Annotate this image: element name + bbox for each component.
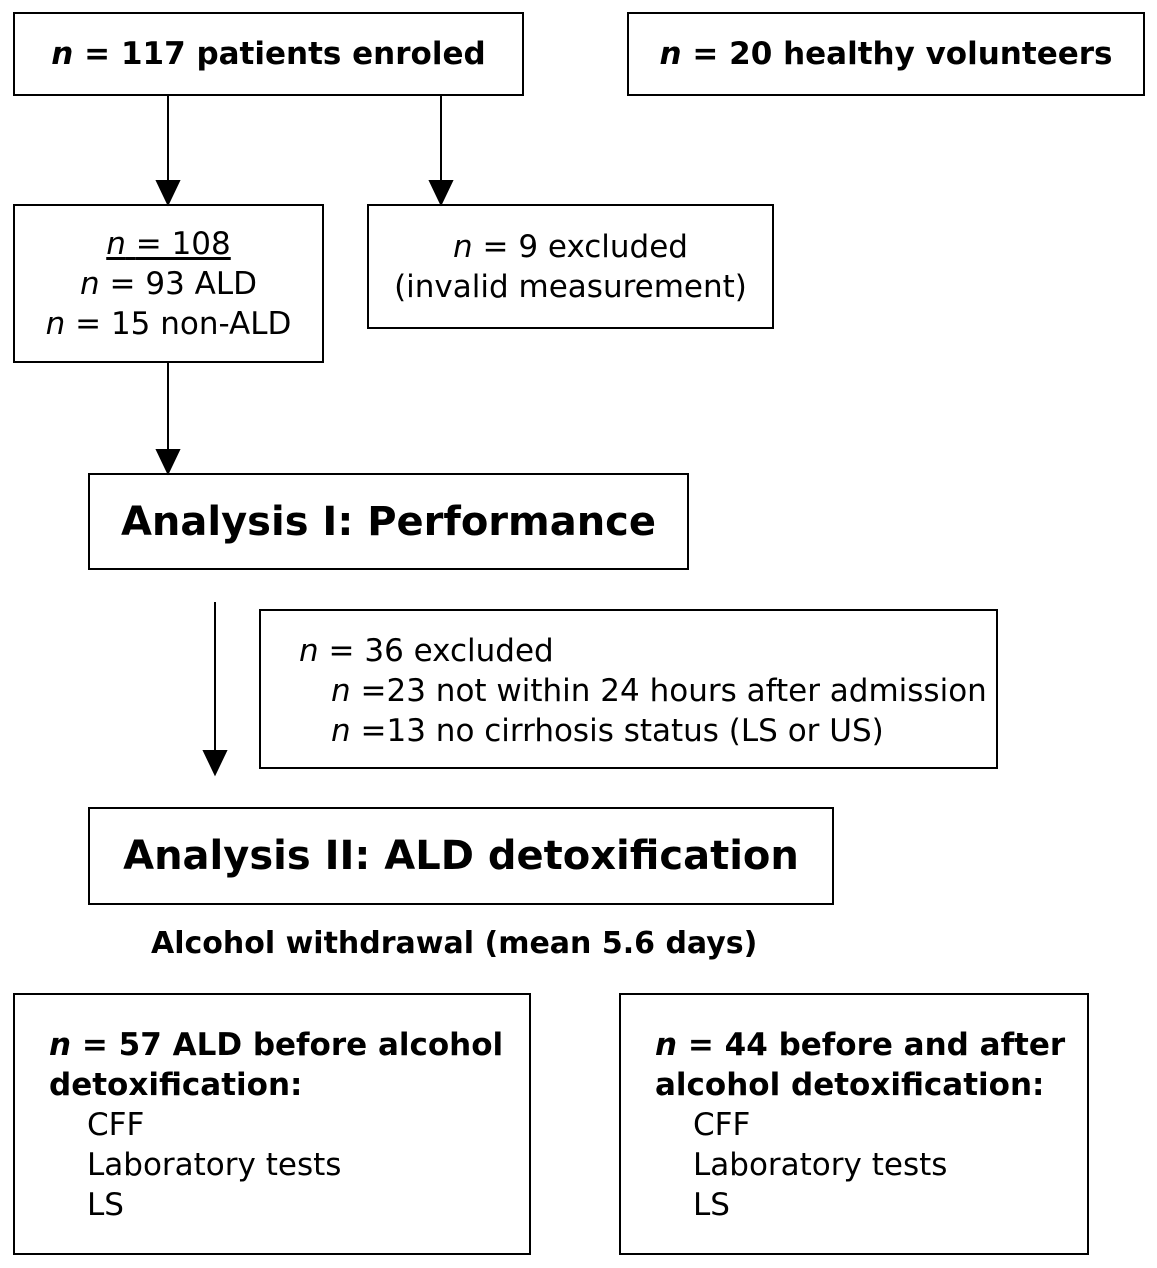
arrow-enrolled-to-included-head: [155, 180, 181, 207]
before-after-heading-1: n = 44 before and after: [655, 1027, 1066, 1063]
box-excluded-invalid: n = 9 excluded (invalid measurement): [367, 204, 774, 329]
excluded-36-count: n = 36 excluded: [299, 633, 554, 669]
analysis-1-title: Analysis I: Performance: [120, 498, 657, 545]
excluded-invalid-reason: (invalid measurement): [394, 268, 747, 305]
before-only-item: CFF: [87, 1107, 145, 1143]
box-44-before-after-detox: n = 44 before and after alcohol detoxifi…: [619, 993, 1089, 1255]
before-after-item: CFF: [693, 1107, 751, 1143]
before-only-heading-2: detoxification:: [49, 1067, 303, 1103]
box-healthy-volunteers: n = 20 healthy volunteers: [627, 12, 1145, 96]
box-included-108: n = 108 n = 93 ALD n = 15 non-ALD: [13, 204, 324, 363]
enrolled-text: = 117 patients enroled: [84, 36, 486, 72]
n-symbol: n: [659, 36, 682, 72]
arrow-analysis-1-to-analysis-2-head: [202, 750, 228, 777]
analysis-2-title: Analysis II: ALD detoxification: [123, 833, 799, 879]
before-only-item: LS: [87, 1187, 124, 1223]
included-non-ald-line: n = 15 non-ALD: [45, 305, 292, 342]
before-after-item: LS: [693, 1187, 730, 1223]
before-only-heading-1: n = 57 ALD before alcohol: [49, 1027, 504, 1063]
before-only-item: Laboratory tests: [87, 1147, 342, 1183]
arrow-enrolled-to-excluded-head: [428, 180, 454, 207]
box-analysis-2-detoxification: Analysis II: ALD detoxification: [88, 807, 834, 905]
included-total-line: n = 108: [106, 225, 231, 262]
excluded-36-reason-2: n =13 no cirrhosis status (LS or US): [331, 713, 884, 749]
excluded-36-reason-1: n =23 not within 24 hours after admissio…: [331, 673, 987, 709]
box-patients-enrolled: n = 117 patients enroled: [13, 12, 524, 96]
volunteers-text: = 20 healthy volunteers: [692, 36, 1113, 72]
before-after-item: Laboratory tests: [693, 1147, 948, 1183]
before-after-heading-2: alcohol detoxification:: [655, 1067, 1045, 1103]
arrow-included-to-analysis-1-head: [155, 449, 181, 476]
excluded-invalid-count: n = 9 excluded: [453, 228, 688, 265]
n-symbol: n: [51, 36, 74, 72]
box-analysis-1-performance: Analysis I: Performance: [88, 473, 689, 570]
box-57-before-detox: n = 57 ALD before alcohol detoxification…: [13, 993, 531, 1255]
box-excluded-36: n = 36 excluded n =23 not within 24 hour…: [259, 609, 998, 769]
alcohol-withdrawal-label: Alcohol withdrawal (mean 5.6 days): [151, 926, 758, 961]
included-ald-line: n = 93 ALD: [80, 265, 257, 302]
